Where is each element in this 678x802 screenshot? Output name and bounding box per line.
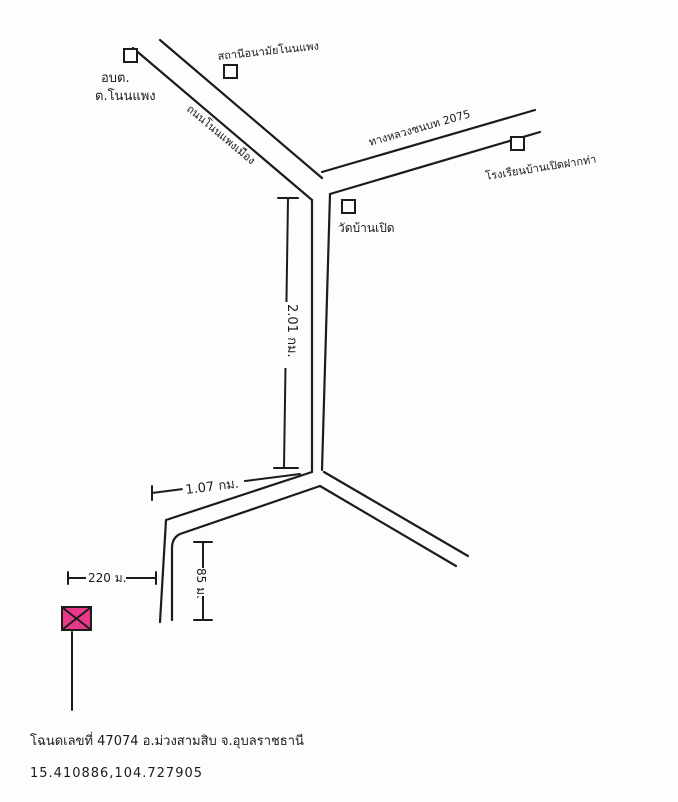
plot-marker — [61, 606, 92, 711]
wat-label: วัดบ้านเปิด — [338, 221, 395, 235]
dimension-short-vertical: 85 ม. — [190, 541, 216, 621]
road-branch-upper-edge — [158, 470, 314, 624]
dimension-horizontal: 1.07 กม. — [151, 468, 301, 501]
school-label: โรงเรียนบ้านเปิดฝากท่า — [484, 152, 597, 183]
distance-to-marker-label: 220 ม. — [88, 571, 126, 585]
health-station-label: สถานีอนามัยโนนแพง — [217, 38, 320, 63]
dimension-vertical-main: 2.01 กม. — [272, 197, 299, 469]
road-lower-right-upper-edge — [322, 470, 470, 558]
obt-label-line1: อบต. — [101, 71, 130, 86]
distance-vertical-main-label: 2.01 กม. — [284, 304, 299, 358]
road-network — [131, 38, 542, 624]
road-ton-non-paeng-left-edge — [131, 46, 314, 202]
road-lower-right-lower-edge — [318, 484, 458, 568]
health-station-building-icon — [223, 64, 238, 79]
main-road-label: ถนนโนนแพงเมือง — [184, 102, 258, 168]
plot-coordinates: 15.410886,104.727905 — [30, 766, 204, 781]
road-highway-upper-edge — [320, 108, 537, 174]
plot-deed-label: โฉนดเลขที่ 47074 อ.ม่วงสามสิบ จ.อุบลราชธ… — [30, 734, 304, 749]
obt-label-line2: ต.โนนแพง — [95, 88, 156, 104]
road-vertical-right-edge — [320, 192, 332, 472]
distance-short-vertical-label: 85 ม. — [194, 568, 208, 599]
distance-horizontal-label: 1.07 กม. — [185, 477, 240, 498]
dimension-to-marker: 220 ม. — [67, 568, 157, 585]
wat-building-icon — [341, 199, 356, 214]
school-building-icon — [510, 136, 525, 151]
road-ton-non-paeng-right-edge — [158, 38, 324, 180]
road-branch-lower-edge — [170, 484, 322, 622]
obt-building-icon — [123, 48, 138, 63]
road-highway-lower-edge — [328, 130, 542, 196]
